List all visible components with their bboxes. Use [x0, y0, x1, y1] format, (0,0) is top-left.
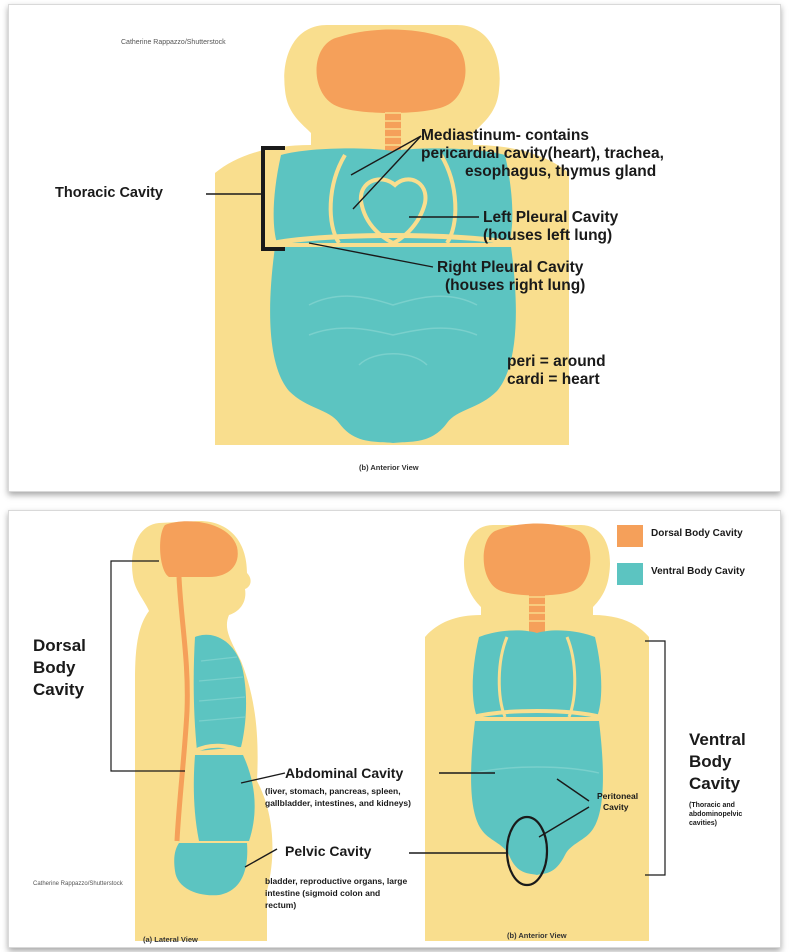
ventral-note-line3: cavities) — [689, 819, 717, 828]
ventral-cavity-label-line2: Body — [689, 751, 732, 773]
left-pleural-label-line2: (houses left lung) — [483, 227, 612, 244]
abdominal-desc-line2: gallbladder, intestines, and kidneys) — [265, 797, 411, 809]
bottom-image-credit: Catherine Rappazzo/Shutterstock — [33, 881, 123, 887]
image-credit: Catherine Rappazzo/Shutterstock — [121, 39, 226, 46]
pelvic-cavity-label: Pelvic Cavity — [285, 843, 371, 859]
dorsal-cavity-label-line2: Body — [33, 657, 76, 679]
left-pleural-label-line1: Left Pleural Cavity — [483, 209, 618, 226]
lateral-view-caption: (a) Lateral View — [143, 935, 198, 944]
lateral-thoracic — [194, 635, 246, 751]
cardi-definition: cardi = heart — [507, 371, 600, 388]
ventral-cavity-label-line1: Ventral — [689, 729, 746, 751]
legend-dorsal-swatch — [617, 525, 643, 547]
pelvic-desc-line3: rectum) — [265, 899, 296, 911]
bottom-anterior-view-caption: (b) Anterior View — [507, 931, 567, 940]
lateral-abdominal — [194, 755, 255, 841]
bottom-cavities-panel: Dorsal Body Cavity Ventral Body Cavity D… — [8, 510, 781, 948]
right-pleural-label-line1: Right Pleural Cavity — [437, 259, 583, 276]
anterior-view-caption: (b) Anterior View — [359, 463, 419, 472]
abdominal-desc-line1: (liver, stomach, pancreas, spleen, — [265, 785, 401, 797]
thoracic-cavity-label: Thoracic Cavity — [55, 185, 163, 202]
anterior-brain — [484, 524, 591, 596]
peritoneal-label-line2: Cavity — [603, 802, 629, 813]
ventral-note-line1: (Thoracic and — [689, 801, 735, 810]
mediastinum-label-line1: Mediastinum- contains — [421, 127, 589, 144]
dorsal-cavity-label-line1: Dorsal — [33, 635, 86, 657]
top-anterior-panel: Catherine Rappazzo/Shutterstock Thoracic… — [8, 4, 781, 492]
anterior-thoracic — [473, 630, 602, 717]
pelvic-desc-line1: bladder, reproductive organs, large — [265, 875, 407, 887]
legend-dorsal-label: Dorsal Body Cavity — [651, 528, 743, 539]
anterior-spinal-cord — [529, 589, 545, 633]
brain — [317, 30, 466, 114]
abdominal-cavity-label: Abdominal Cavity — [285, 765, 403, 781]
ventral-cavity-label-line3: Cavity — [689, 773, 740, 795]
legend-ventral-swatch — [617, 563, 643, 585]
dorsal-cavity-label-line3: Cavity — [33, 679, 84, 701]
mediastinum-label-line3: esophagus, thymus gland — [465, 163, 656, 180]
peritoneal-label-line1: Peritoneal — [597, 791, 638, 802]
right-pleural-label-line2: (houses right lung) — [445, 277, 585, 294]
peri-definition: peri = around — [507, 353, 606, 370]
anterior-torso-illustration — [9, 5, 780, 491]
mediastinum-label-line2: pericardial cavity(heart), trachea, — [421, 145, 664, 162]
legend-ventral-label: Ventral Body Cavity — [651, 566, 745, 577]
ventral-note-line2: abdominopelvic — [689, 810, 742, 819]
pelvic-desc-line2: intestine (sigmoid colon and — [265, 887, 380, 899]
